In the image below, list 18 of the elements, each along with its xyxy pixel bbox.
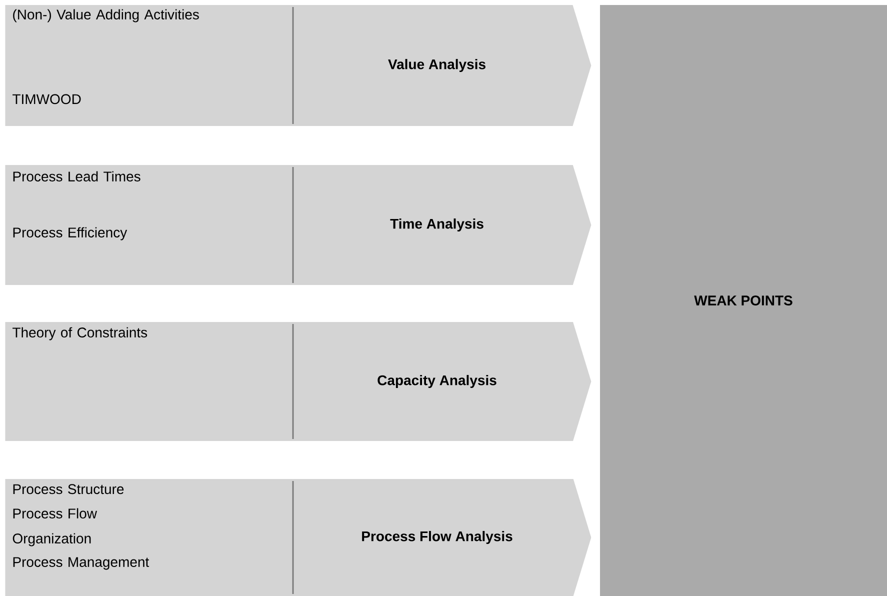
- chevron-band: [5, 322, 592, 441]
- band-title: Process Flow Analysis: [362, 530, 512, 544]
- chevron-band: [5, 479, 592, 596]
- chevron-band: [5, 5, 592, 126]
- item-text: Process Lead Times: [13, 171, 140, 182]
- item-text: (Non-) Value Adding Activities: [13, 9, 199, 22]
- band-title: Capacity Analysis: [378, 374, 496, 388]
- result-box: WEAK POINTS: [600, 5, 887, 596]
- chevron-band: [5, 165, 592, 285]
- item-text: Process Management: [13, 557, 150, 570]
- item-text: Process Efficiency: [13, 227, 128, 240]
- band-title: Time Analysis: [390, 218, 484, 232]
- item-text: Theory of Constraints: [12, 327, 148, 340]
- item-text: TIMWOOD: [12, 94, 81, 104]
- band-title: Value Analysis: [388, 58, 486, 72]
- item-text: Process Flow: [13, 508, 98, 518]
- item-text: Organization: [12, 533, 91, 546]
- item-text: Process Structure: [13, 484, 124, 494]
